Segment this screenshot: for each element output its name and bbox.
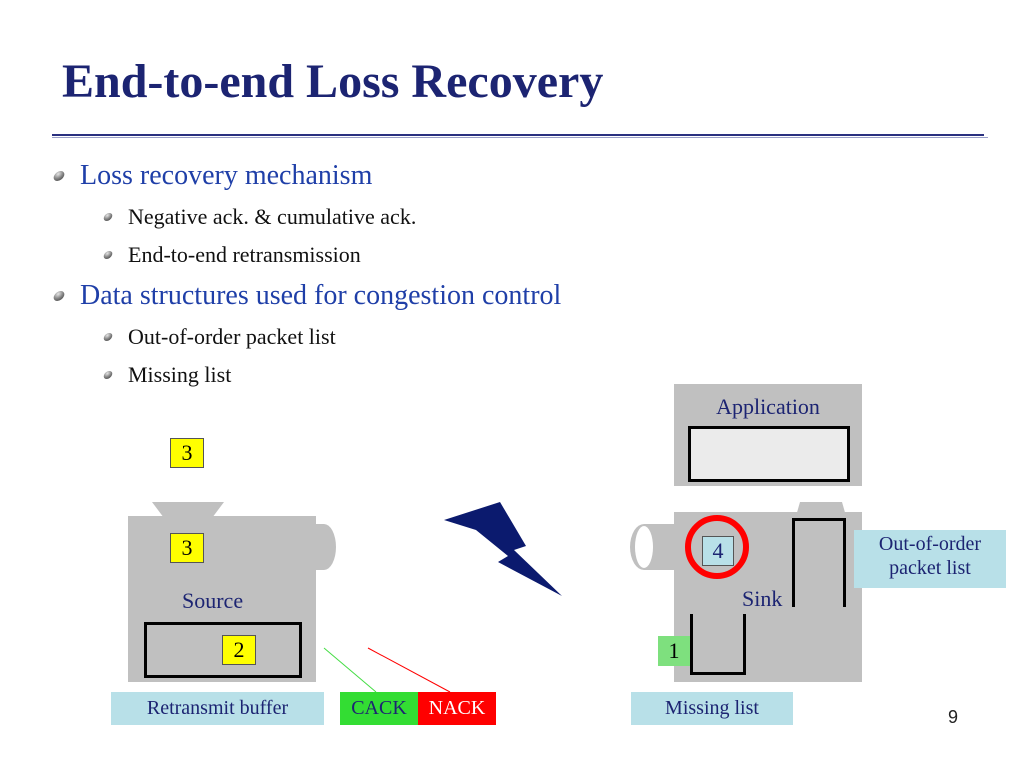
bullet-text: Missing list: [128, 362, 232, 387]
bullet-text: Loss recovery mechanism: [80, 160, 373, 191]
bullet-level1: Data structures used for congestion cont…: [52, 280, 562, 312]
packet-out-of-order: 4: [702, 536, 734, 566]
packet-in-transit: 3: [170, 438, 204, 468]
source-hopper: [152, 502, 224, 518]
bullet-text: Out-of-order packet list: [128, 324, 336, 349]
packet-in-buffer: 2: [222, 635, 256, 665]
highlight-circle: [685, 515, 749, 579]
bullet-icon: [52, 171, 66, 181]
missing-list-label: Missing list: [631, 692, 793, 725]
bullet-level2: End-to-end retransmission: [102, 242, 361, 268]
out-of-order-list: [792, 518, 846, 607]
cack-label: CACK: [340, 692, 418, 725]
missing-list: [690, 614, 746, 675]
title-divider-shadow: [52, 137, 988, 138]
retransmit-buffer-label: Retransmit buffer: [111, 692, 324, 725]
bullet-icon: [102, 251, 114, 259]
out-of-order-label: Out-of-order packet list: [854, 530, 1006, 588]
application-buffer: [688, 426, 850, 482]
source-nozzle: [312, 524, 336, 570]
application-label: Application: [716, 394, 820, 419]
bullet-level2: Missing list: [102, 362, 232, 388]
bullet-icon: [102, 371, 114, 379]
bullet-level2: Out-of-order packet list: [102, 324, 336, 350]
retransmit-buffer: [144, 622, 302, 678]
page-number: 9: [948, 707, 959, 727]
out-of-order-label-line1: Out-of-order: [878, 533, 982, 555]
sink-nozzle: [630, 524, 678, 570]
packet-at-source: 3: [170, 533, 204, 563]
slide-title: End-to-end Loss Recovery: [62, 55, 604, 108]
bullet-icon: [102, 213, 114, 221]
bullet-level2: Negative ack. & cumulative ack.: [102, 204, 417, 230]
title-divider: [52, 134, 984, 136]
ack-pointer-lines: [323, 647, 451, 693]
sink-label: Sink: [742, 586, 783, 611]
bullet-icon: [52, 291, 66, 301]
missing-packet: 1: [658, 636, 690, 666]
bullet-text: End-to-end retransmission: [128, 242, 361, 267]
bullet-icon: [102, 333, 114, 341]
out-of-order-label-line2: packet list: [889, 557, 971, 579]
source-label: Source: [182, 588, 244, 613]
bullet-text: Data structures used for congestion cont…: [80, 280, 562, 311]
nack-label: NACK: [418, 692, 496, 725]
bullet-level1: Loss recovery mechanism: [52, 160, 373, 192]
bullet-text: Negative ack. & cumulative ack.: [128, 204, 417, 229]
lightning-icon: [444, 502, 562, 596]
